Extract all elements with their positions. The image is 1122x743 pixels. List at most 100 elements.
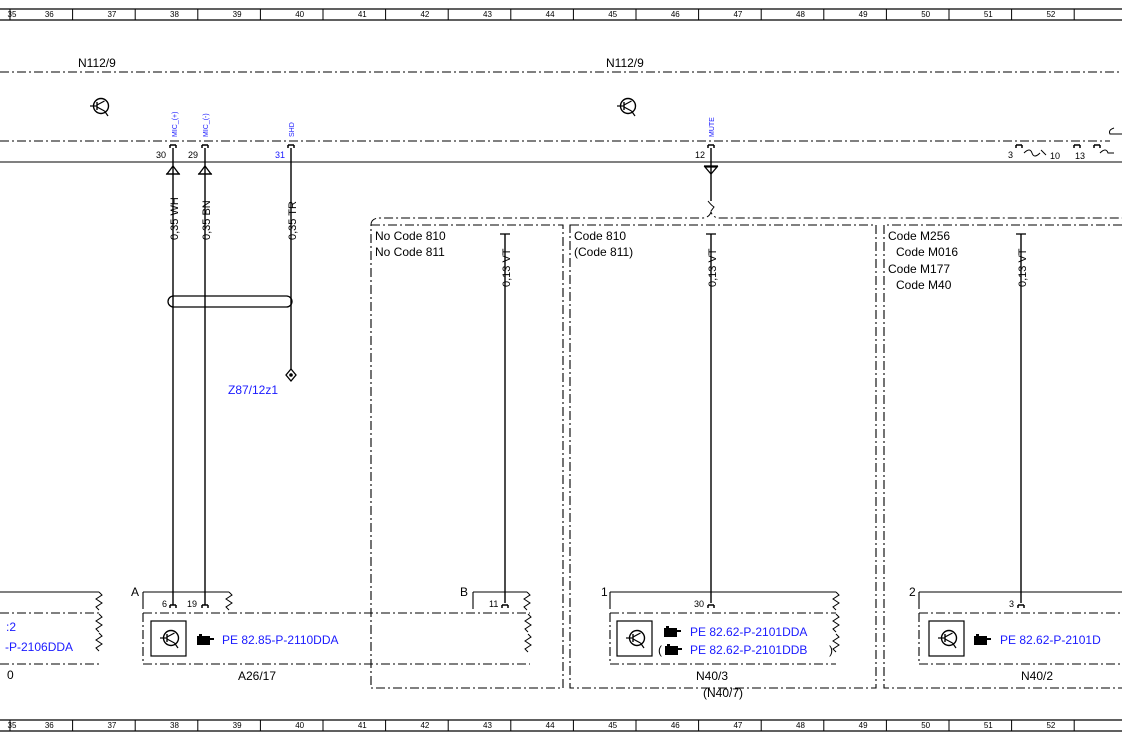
module-n112-9-frame: N112/9 N112/9 (0, 56, 1122, 142)
reference-hand-icon (197, 634, 214, 645)
bottom-ruler-number: 35 (8, 721, 17, 730)
top-ruler-number: 44 (546, 10, 555, 19)
component-name: N40/3 (696, 669, 728, 683)
wire-mic-minus[interactable] (197, 148, 213, 605)
bottom-ruler-number: 46 (671, 721, 680, 730)
component-name: N40/2 (1021, 669, 1053, 683)
code-condition: No Code 811 (375, 245, 445, 259)
top-ruler-number: 36 (45, 10, 54, 19)
top-ruler-number: 42 (420, 10, 429, 19)
section-code-810: Code 810 (Code 811) 0,13 VT (569, 224, 877, 689)
code-condition: Code 810 (574, 229, 626, 243)
ecu-icon (159, 629, 180, 649)
pin-tags: MIC_(+) MIC_(-) SHD MUTE (172, 112, 716, 137)
top-ruler-number: 38 (170, 10, 179, 19)
bottom-ruler-number: 39 (233, 721, 242, 730)
shield-sleeve (167, 295, 293, 308)
pin-tag-shd: SHD (289, 122, 296, 137)
pin-tag-mute: MUTE (709, 117, 716, 137)
reference-link[interactable]: PE 82.62-P-2101D (1000, 633, 1101, 647)
connector-letter: 1 (601, 585, 608, 599)
svg-text:(: ( (658, 643, 662, 657)
bottom-ruler-number: 44 (546, 721, 555, 730)
bottom-ruler-number: 50 (921, 721, 930, 730)
component-alt-name: (N40/7) (703, 686, 743, 700)
pin-number: 30 (694, 599, 704, 609)
top-pins: 30 29 31 12 3 10 13 (156, 144, 1114, 161)
code-condition: Code M256 (888, 229, 950, 243)
pin-number: 31 (275, 150, 285, 160)
reference-link[interactable]: PE 82.62-P-2101DDB (690, 643, 807, 657)
reference-hand-icon (665, 644, 682, 655)
pin-number: 3 (1008, 150, 1013, 160)
ecu-box (928, 620, 965, 657)
ecu-box (616, 620, 653, 657)
ecu-icon (625, 629, 646, 649)
connector-letter: 2 (909, 585, 916, 599)
pin-number: 10 (1050, 151, 1060, 161)
wire-label: 0,13 VT (707, 248, 719, 287)
pin-number: 30 (156, 150, 166, 160)
component-left-partial: :2 -P-2106DDA 0 (0, 591, 103, 682)
top-ruler-number: 40 (295, 10, 304, 19)
component-a26-17: A 6 19 PE 82.85-P-2110DDA A26/17 B 11 (131, 585, 532, 683)
top-ruler-number: 48 (796, 10, 805, 19)
code-condition: Code M016 (896, 245, 958, 259)
pin-number: 11 (489, 599, 498, 609)
top-ruler-number: 46 (671, 10, 680, 19)
bottom-ruler-number: 51 (984, 721, 993, 730)
bottom-ruler-number: 45 (608, 721, 617, 730)
top-ruler-number: 51 (984, 10, 993, 19)
code-condition: Code M40 (896, 278, 952, 292)
connector-letter: B (460, 585, 468, 599)
wire-label: 0,35 TR (287, 201, 299, 240)
ecu-icon (616, 97, 637, 117)
bottom-ruler-number: 42 (420, 721, 429, 730)
wire-label: 0,13 VT (1017, 248, 1029, 287)
top-ruler-number: 45 (608, 10, 617, 19)
component-n40-2: 2 3 PE 82.62-P-2101D N40/2 (909, 585, 1122, 683)
top-ruler-number: 50 (921, 10, 930, 19)
pin-number: 12 (695, 150, 705, 160)
code-condition: Code M177 (888, 262, 950, 276)
component-code: :2 (6, 620, 16, 634)
sections-brace (370, 210, 1122, 226)
wire-mute[interactable] (703, 148, 719, 212)
component-name: 0 (7, 668, 14, 682)
wire-shield[interactable] (285, 148, 297, 383)
reference-link[interactable]: PE 82.62-P-2101DDA (690, 625, 807, 639)
wire-label: 0,35 BN (201, 200, 213, 240)
ecu-icon (937, 629, 958, 649)
reference-hand-icon (664, 626, 681, 637)
top-ruler-number: 37 (107, 10, 116, 19)
top-ruler-number: 41 (358, 10, 367, 19)
top-ruler-number: 52 (1046, 10, 1055, 19)
top-ruler-number: 43 (483, 10, 492, 19)
wire-mic-plus[interactable] (165, 148, 181, 605)
top-ruler-number: 35 (8, 10, 17, 19)
ground-point-label[interactable]: Z87/12z1 (228, 383, 278, 397)
reference-link[interactable]: PE 82.85-P-2110DDA (222, 633, 339, 647)
pin-number: 19 (187, 599, 197, 609)
ecu-box (150, 620, 187, 657)
bottom-ruler-number: 48 (796, 721, 805, 730)
pin-number: 13 (1075, 151, 1085, 161)
svg-text:): ) (829, 643, 833, 657)
wire-label: 0,13 VT (501, 248, 513, 287)
bottom-ruler-number: 49 (859, 721, 868, 730)
section-no-code-810: No Code 810 No Code 811 0,13 VT (370, 224, 564, 689)
reference-link[interactable]: -P-2106DDA (5, 640, 73, 654)
bottom-ruler-number: 40 (295, 721, 304, 730)
bottom-ruler-number: 38 (170, 721, 179, 730)
ecu-icon (89, 97, 110, 117)
code-condition: (Code 811) (574, 245, 633, 259)
pin-tag-mic-plus: MIC_(+) (172, 112, 179, 137)
top-ruler-number: 39 (233, 10, 242, 19)
bottom-ruler-number: 37 (107, 721, 116, 730)
wire-label: 0,35 WH (169, 197, 181, 240)
pin-tag-mic-minus: MIC_(-) (203, 113, 210, 137)
bottom-ruler-number: 43 (483, 721, 492, 730)
